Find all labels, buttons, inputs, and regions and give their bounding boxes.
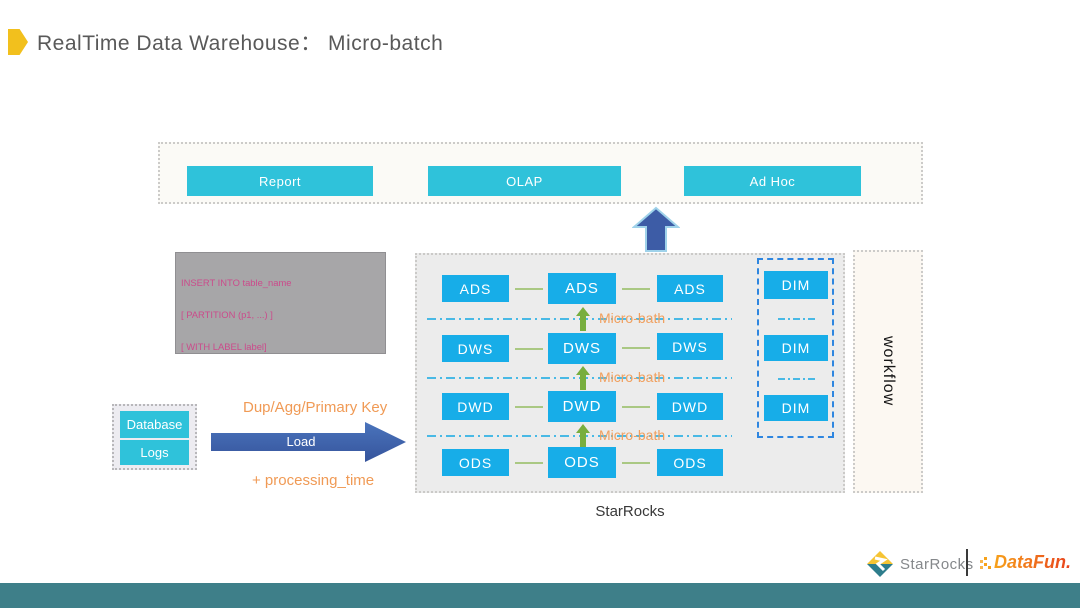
layer-box-ods-2: ODS — [548, 447, 616, 478]
connector-line — [515, 406, 543, 408]
starrocks-wordmark: StarRocks — [900, 556, 974, 573]
connector-line — [515, 462, 543, 464]
connector-line — [622, 462, 650, 464]
sql-text: [ WITH LABEL label] — [181, 341, 267, 353]
app-box-adhoc: Ad Hoc — [684, 166, 861, 196]
layer-box-dws-3: DWS — [657, 333, 723, 360]
database-box: Database — [120, 411, 189, 438]
dim-box-3: DIM — [764, 395, 828, 421]
title-marker-icon — [8, 29, 28, 55]
dup-agg-primary-key-label: Dup/Agg/Primary Key — [243, 399, 388, 416]
separator-line — [427, 435, 732, 437]
layer-box-ods-3: ODS — [657, 449, 723, 476]
micro-batch-arrow-icon — [576, 424, 590, 448]
datafun-logo: DataFun. — [994, 552, 1072, 572]
micro-batch-label: Micro-bath — [599, 427, 666, 443]
micro-batch-arrow-icon — [576, 307, 590, 331]
processing-time-label: + processing_time — [252, 472, 375, 489]
workflow-label: workflow — [880, 336, 897, 407]
connector-line — [622, 347, 650, 349]
connector-line — [515, 348, 543, 350]
dim-panel: DIM DIM DIM — [757, 258, 834, 438]
sql-line: INSERT INTO table_name — [181, 276, 380, 289]
sql-line: [ PARTITION (p1, ...) ] — [181, 308, 380, 321]
page-title: RealTime Data Warehouse： Micro-batch — [37, 32, 444, 55]
connector-line — [622, 406, 650, 408]
up-arrow-icon — [632, 206, 680, 252]
bottom-bar: StarRocks — [0, 583, 1080, 608]
workflow-panel: workflow — [853, 250, 923, 493]
logs-box: Logs — [120, 440, 189, 465]
sql-code-block: INSERT INTO table_name [ PARTITION (p1, … — [175, 252, 386, 354]
connector-line — [622, 288, 650, 290]
layers-caption: StarRocks — [595, 503, 665, 520]
layer-box-dwd-3: DWD — [657, 393, 723, 420]
layer-box-ads-2: ADS — [548, 273, 616, 304]
load-arrow: Load — [211, 420, 408, 464]
layer-box-dwd-2: DWD — [548, 391, 616, 422]
layer-box-dws-1: DWS — [442, 335, 509, 362]
dim-box-1: DIM — [764, 271, 828, 299]
layer-box-dws-2: DWS — [548, 333, 616, 364]
separator-line — [427, 318, 732, 320]
micro-batch-label: Micro-bath — [599, 310, 666, 326]
dim-box-2: DIM — [764, 335, 828, 361]
load-arrow-label: Load — [286, 434, 316, 449]
sql-line: [ WITH LABEL label] — [181, 341, 380, 353]
micro-batch-arrow-icon — [576, 366, 590, 390]
micro-batch-label: Micro-bath — [599, 369, 666, 385]
sql-text: INSERT INTO table_name — [181, 276, 292, 288]
logo-divider — [966, 549, 968, 576]
layers-panel: ADS ADS ADS Micro-bath DWS DWS DWS Micro… — [415, 253, 845, 493]
layer-box-ods-1: ODS — [442, 449, 509, 476]
layer-box-ads-1: ADS — [442, 275, 509, 302]
connector-line — [515, 288, 543, 290]
app-box-olap: OLAP — [428, 166, 621, 196]
source-panel: Database Logs — [112, 404, 197, 470]
dim-separator-line — [778, 378, 816, 380]
layer-box-dwd-1: DWD — [442, 393, 509, 420]
sql-text: [ PARTITION (p1, ...) ] — [181, 308, 273, 320]
dim-separator-line — [778, 318, 816, 320]
app-box-report: Report — [187, 166, 373, 196]
apps-panel: Report OLAP Ad Hoc — [158, 142, 923, 204]
starrocks-logo — [867, 551, 893, 577]
layer-box-ads-3: ADS — [657, 275, 723, 302]
datafun-dots-icon — [984, 557, 987, 560]
separator-line — [427, 377, 732, 379]
